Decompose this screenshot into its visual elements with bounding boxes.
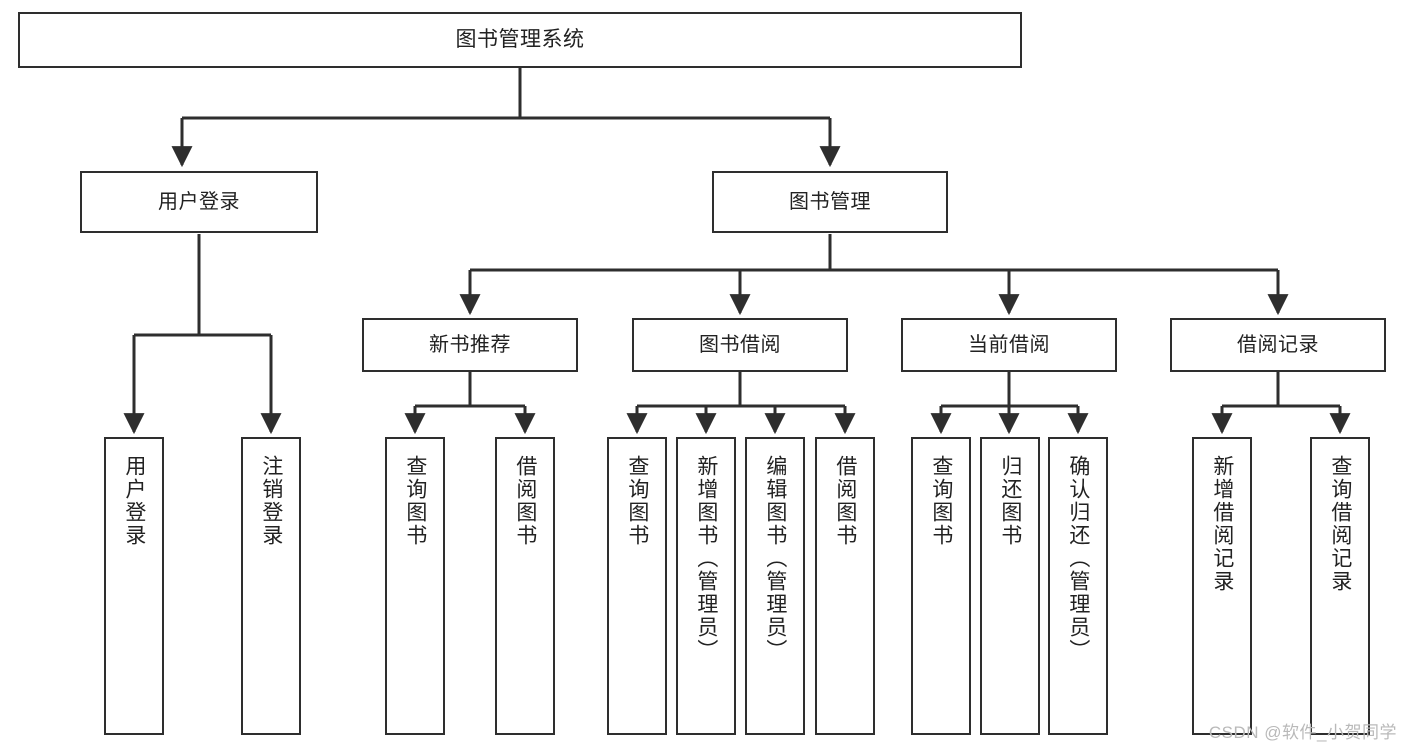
node-borrow-record-label: 借阅记录 xyxy=(1237,333,1319,356)
node-leaf-return-book[interactable]: 归还图书 xyxy=(980,437,1040,735)
node-leaf-borrow-book-2-label: 借阅图书 xyxy=(833,455,857,547)
watermark: CSDN @软件_小贺同学 xyxy=(1208,723,1397,742)
node-leaf-query-book-1[interactable]: 查询图书 xyxy=(385,437,445,735)
node-leaf-query-book-3-label: 查询图书 xyxy=(929,455,953,547)
node-leaf-query-book-2-label: 查询图书 xyxy=(625,455,649,547)
node-leaf-confirm-return-label: 确认归还（管理员） xyxy=(1066,455,1090,662)
node-root[interactable]: 图书管理系统 xyxy=(18,12,1022,68)
node-user-login-label: 用户登录 xyxy=(158,190,240,213)
node-leaf-borrow-book-2[interactable]: 借阅图书 xyxy=(815,437,875,735)
node-leaf-user-logout[interactable]: 注销登录 xyxy=(241,437,301,735)
node-leaf-borrow-book-1-label: 借阅图书 xyxy=(513,455,537,547)
node-leaf-return-book-label: 归还图书 xyxy=(998,455,1022,547)
node-book-manage-label: 图书管理 xyxy=(789,190,871,213)
node-leaf-add-record-label: 新增借阅记录 xyxy=(1210,455,1234,593)
node-book-borrow[interactable]: 图书借阅 xyxy=(632,318,848,372)
node-new-book-rec[interactable]: 新书推荐 xyxy=(362,318,578,372)
node-leaf-user-logout-label: 注销登录 xyxy=(259,455,283,547)
node-leaf-query-book-2[interactable]: 查询图书 xyxy=(607,437,667,735)
node-leaf-add-book[interactable]: 新增图书（管理员） xyxy=(676,437,736,735)
node-leaf-query-record[interactable]: 查询借阅记录 xyxy=(1310,437,1370,735)
node-leaf-query-book-3[interactable]: 查询图书 xyxy=(911,437,971,735)
node-leaf-query-book-1-label: 查询图书 xyxy=(403,455,427,547)
node-new-book-rec-label: 新书推荐 xyxy=(429,333,511,356)
node-borrow-record[interactable]: 借阅记录 xyxy=(1170,318,1386,372)
node-leaf-borrow-book-1[interactable]: 借阅图书 xyxy=(495,437,555,735)
node-user-login[interactable]: 用户登录 xyxy=(80,171,318,233)
node-leaf-add-book-label: 新增图书（管理员） xyxy=(694,455,718,662)
node-leaf-confirm-return[interactable]: 确认归还（管理员） xyxy=(1048,437,1108,735)
node-current-borrow-label: 当前借阅 xyxy=(968,333,1050,356)
node-leaf-edit-book[interactable]: 编辑图书（管理员） xyxy=(745,437,805,735)
node-leaf-query-record-label: 查询借阅记录 xyxy=(1328,455,1352,593)
node-root-label: 图书管理系统 xyxy=(455,28,585,52)
node-leaf-edit-book-label: 编辑图书（管理员） xyxy=(763,455,787,662)
node-current-borrow[interactable]: 当前借阅 xyxy=(901,318,1117,372)
node-leaf-user-login-label: 用户登录 xyxy=(122,455,146,547)
node-leaf-user-login[interactable]: 用户登录 xyxy=(104,437,164,735)
node-book-borrow-label: 图书借阅 xyxy=(699,333,781,356)
node-leaf-add-record[interactable]: 新增借阅记录 xyxy=(1192,437,1252,735)
node-book-manage[interactable]: 图书管理 xyxy=(712,171,948,233)
